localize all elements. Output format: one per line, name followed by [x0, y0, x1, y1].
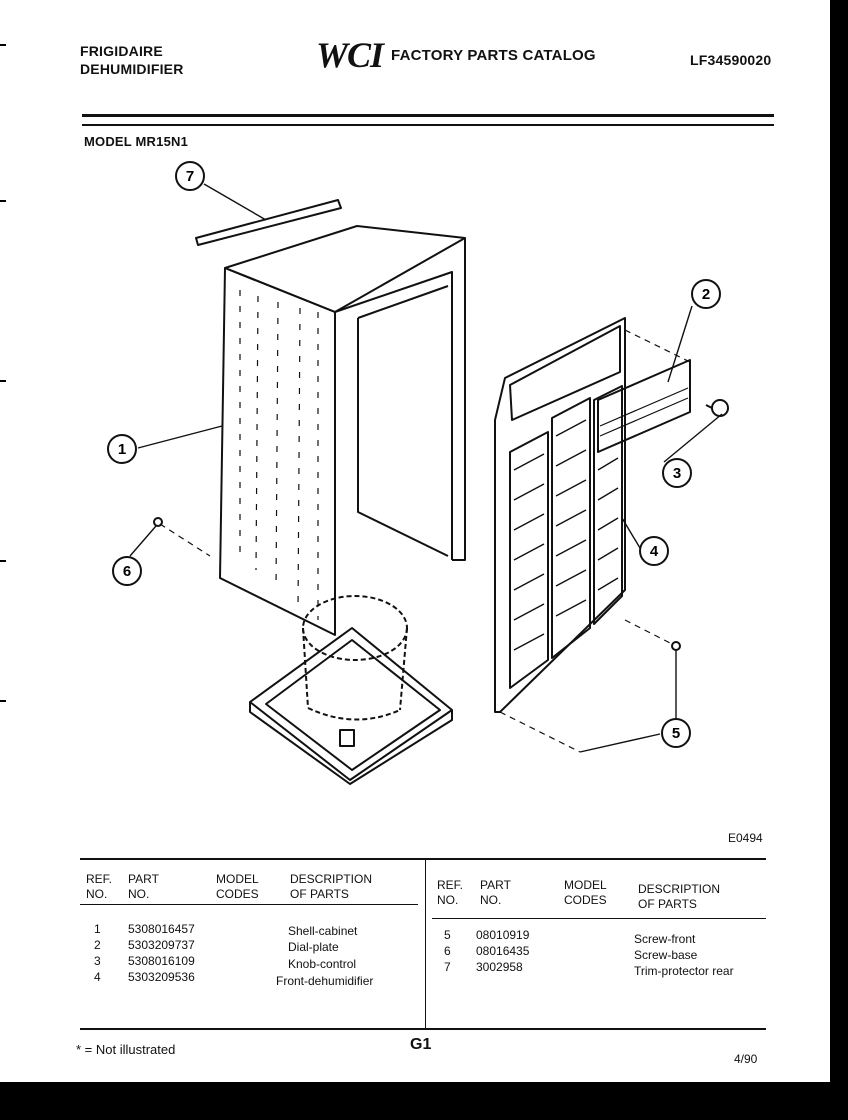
left-header-desc: DESCRIPTION OF PARTS [290, 872, 373, 901]
svg-text:4: 4 [650, 543, 659, 560]
left-header-codes: MODEL CODES [216, 872, 259, 901]
right-header-codes: MODEL CODES [564, 878, 607, 907]
trim-protector-part [195, 199, 342, 246]
catalog-sheet: FRIGIDAIRE DEHUMIDIFIER WCI FACTORY PART… [0, 0, 830, 1082]
catalog-title: FACTORY PARTS CATALOG [391, 46, 596, 64]
catalog-number: LF34590020 [690, 52, 772, 68]
ref-no: 4 [94, 970, 101, 984]
callout-4: 4 [639, 536, 669, 566]
part-no: 5308016457 [128, 922, 195, 936]
product-type: DEHUMIDIFIER [80, 61, 184, 77]
exploded-parts-diagram: 7 1 6 2 3 4 5 [107, 161, 729, 785]
scan-edge-mark [0, 44, 6, 46]
screw-front-part [671, 641, 681, 651]
right-header-desc: DESCRIPTION OF PARTS [638, 882, 721, 911]
part-desc: Dial-plate [288, 940, 339, 954]
left-header-part: PART NO. [128, 872, 159, 901]
brand-block: FRIGIDAIRE DEHUMIDIFIER [80, 42, 184, 78]
screw-base-part [153, 517, 163, 527]
part-no: 3002958 [476, 960, 523, 974]
callout-6: 6 [112, 556, 142, 586]
scan-edge-mark [0, 560, 6, 562]
left-header-rule [80, 904, 418, 905]
brand-name: FRIGIDAIRE [80, 43, 163, 59]
scan-edge-mark [0, 200, 6, 202]
wci-logo: WCI [316, 35, 384, 75]
part-no: 5303209737 [128, 938, 195, 952]
ref-no: 2 [94, 938, 101, 952]
dial-plate-part [597, 359, 691, 453]
part-desc: Knob-control [288, 957, 357, 971]
control-knob-part [705, 399, 729, 417]
right-header-rule [432, 918, 766, 919]
catalog-header: WCI FACTORY PARTS CATALOG [316, 34, 596, 76]
svg-text:3: 3 [673, 465, 681, 482]
svg-text:7: 7 [186, 168, 194, 185]
callout-3: 3 [662, 458, 692, 488]
ref-no: 3 [94, 954, 101, 968]
shell-cabinet-part [219, 225, 466, 636]
scan-edge-mark [0, 700, 6, 702]
part-desc: Front-dehumidifier [276, 974, 374, 988]
callout-2: 2 [691, 279, 721, 309]
part-no: 08016435 [476, 944, 530, 958]
parts-table: REF. NO. PART NO. MODEL CODES DESCRIPTIO… [80, 858, 766, 1030]
part-desc: Shell-cabinet [288, 924, 358, 938]
ref-no: 6 [444, 944, 451, 958]
right-header-ref: REF. NO. [437, 878, 464, 907]
right-header-part: PART NO. [480, 878, 511, 907]
part-no: 5308016109 [128, 954, 195, 968]
part-no: 08010919 [476, 928, 530, 942]
callout-7: 7 [175, 161, 205, 191]
part-no: 5303209536 [128, 970, 195, 984]
compressor-base-assembly [249, 595, 453, 785]
callout-1: 1 [107, 434, 137, 464]
ref-no: 5 [444, 928, 451, 942]
table-column-divider [425, 860, 426, 1028]
callout-5: 5 [661, 718, 691, 748]
diagram-id: E0494 [728, 831, 763, 845]
part-desc: Trim-protector rear [634, 964, 734, 978]
header-rule-thick [82, 114, 774, 117]
svg-text:2: 2 [702, 286, 710, 303]
model-label: MODEL MR15N1 [84, 134, 189, 149]
scan-edge-mark [0, 380, 6, 382]
ref-no: 7 [444, 960, 451, 974]
part-desc: Screw-base [634, 948, 698, 962]
header-rule-thin [82, 124, 774, 126]
page-id: G1 [410, 1036, 432, 1053]
front-panel-part [494, 317, 626, 713]
left-header-ref: REF. NO. [86, 872, 113, 901]
ref-no: 1 [94, 922, 101, 936]
svg-text:5: 5 [672, 725, 680, 742]
footnote: * = Not illustrated [76, 1042, 176, 1057]
svg-text:1: 1 [118, 441, 126, 458]
date-code: 4/90 [734, 1052, 758, 1066]
part-desc: Screw-front [634, 932, 696, 946]
svg-text:6: 6 [123, 563, 131, 580]
